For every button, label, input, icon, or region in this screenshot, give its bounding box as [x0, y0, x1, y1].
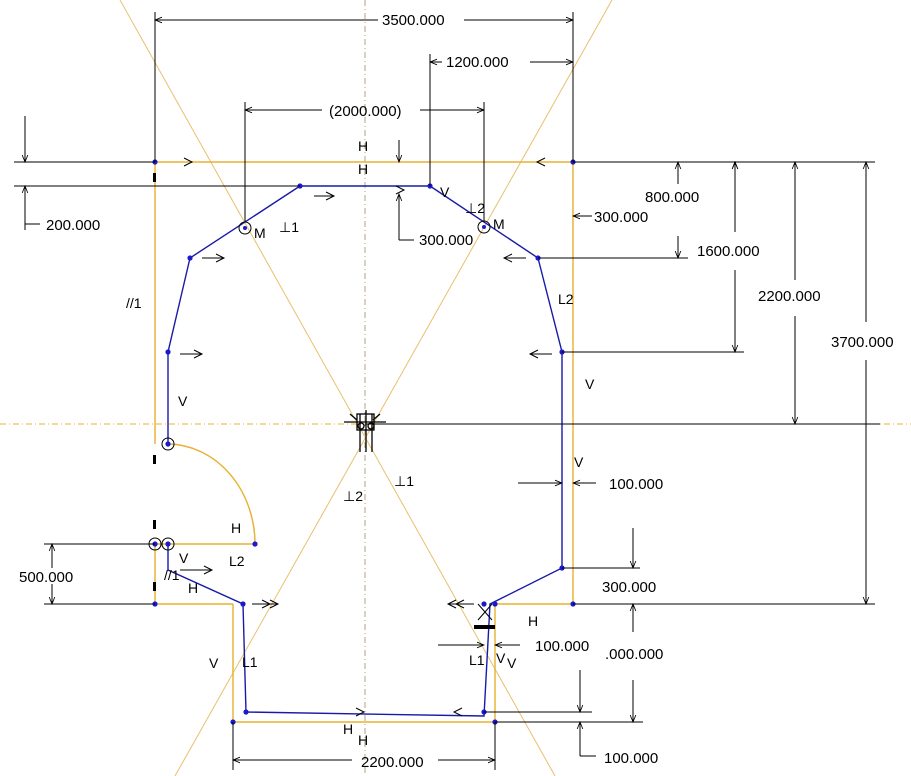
arrow-icon: [355, 707, 366, 717]
constraint-horizontal[interactable]: H: [358, 138, 368, 154]
coordinate-system-icon: [344, 410, 386, 452]
vertex: [165, 349, 171, 355]
tick-mark: [153, 173, 156, 182]
dimension-offset-1200[interactable]: 1200.000: [446, 54, 509, 71]
sketch-geometry: [167, 185, 563, 717]
ref-arc: [167, 443, 256, 545]
arrow-icon: [502, 253, 526, 263]
tick-marks: [153, 173, 495, 629]
constraint-vertical[interactable]: V: [178, 393, 188, 409]
constraint-equal-length[interactable]: L1: [242, 654, 258, 670]
vertex: [240, 601, 246, 607]
arrow-icon: [535, 157, 546, 167]
vertex: [165, 541, 171, 547]
dimension-labels: 3500.000 1200.000 (2000.000) 200.000 300…: [19, 12, 894, 771]
arrow-icon: [395, 185, 406, 195]
arrow-icon: [314, 191, 336, 201]
constraint-vertical[interactable]: V: [507, 655, 517, 671]
vertex: [243, 709, 249, 715]
constraint-perpendicular[interactable]: ⊥1: [394, 473, 414, 489]
constraint-vertical[interactable]: V: [574, 454, 584, 470]
dimension-width-3500[interactable]: 3500.000: [382, 12, 445, 29]
dimension-height-3700[interactable]: 3700.000: [831, 334, 894, 351]
constraint-equal-length[interactable]: L1: [469, 652, 485, 668]
constraint-horizontal[interactable]: H: [231, 520, 241, 536]
tick-mark: [153, 520, 156, 529]
dimension-height-1000[interactable]: .000.000: [605, 646, 663, 663]
constraint-midpoint[interactable]: M: [493, 216, 505, 232]
arrow-icon: [446, 599, 474, 609]
constraint-vertical[interactable]: V: [440, 184, 450, 200]
constraint-parallel[interactable]: //1: [126, 295, 142, 311]
dimension-offset-300-bottom[interactable]: 300.000: [602, 579, 656, 596]
arrow-icon: [202, 253, 226, 263]
constraint-labels: H H V ⊥1 ⊥2 M M //1 L2 V V V ⊥1 ⊥2 H L2 …: [126, 138, 595, 748]
vertex: [243, 226, 247, 230]
dimension-height-2200[interactable]: 2200.000: [758, 288, 821, 305]
vertex: [252, 541, 258, 547]
direction-arrows: [180, 157, 552, 717]
arrow-icon: [252, 599, 280, 609]
constraint-horizontal[interactable]: H: [528, 613, 538, 629]
coincident-icon: [161, 437, 175, 451]
tick-mark: [474, 625, 495, 629]
constraint-vertical[interactable]: V: [179, 550, 189, 566]
vertex: [481, 601, 487, 607]
constraint-equal-length[interactable]: L2: [558, 291, 574, 307]
tick-mark: [153, 582, 156, 591]
constraint-horizontal[interactable]: H: [188, 580, 198, 596]
vertex: [492, 601, 498, 607]
constraint-parallel[interactable]: //1: [164, 567, 180, 583]
dimension-lines: [14, 12, 880, 770]
dimension-depth-200[interactable]: 200.000: [46, 217, 100, 234]
vertex-points: [152, 159, 576, 725]
constraint-vertical[interactable]: V: [496, 650, 506, 666]
sketch-top-profile: [167, 185, 563, 717]
arrow-icon: [528, 349, 552, 359]
arrow-icon: [477, 603, 493, 621]
dimension-depth-100-bottom[interactable]: 100.000: [604, 750, 658, 767]
dimension-reference-2000[interactable]: (2000.000): [329, 103, 402, 120]
vertex: [165, 441, 171, 447]
vertex: [482, 225, 486, 229]
arrow-icon: [452, 707, 463, 717]
dimension-height-1600[interactable]: 1600.000: [697, 243, 760, 260]
tick-mark: [153, 455, 156, 464]
vertex: [187, 255, 193, 261]
dimension-height-500[interactable]: 500.000: [19, 569, 73, 586]
arrow-icon: [180, 565, 214, 575]
constraint-horizontal[interactable]: H: [358, 161, 368, 177]
coincident-icon: [161, 537, 175, 551]
constraint-perpendicular[interactable]: ⊥1: [279, 219, 299, 235]
constraint-horizontal[interactable]: H: [358, 732, 368, 748]
constraint-perpendicular[interactable]: ⊥2: [343, 488, 363, 504]
reference-geometry: [154, 161, 574, 723]
arrow-icon: [183, 157, 194, 167]
dimension-width-2200[interactable]: 2200.000: [361, 754, 424, 771]
constraint-vertical[interactable]: V: [209, 655, 219, 671]
dimension-depth-300-left[interactable]: 300.000: [419, 232, 473, 249]
midpoint-markers: [148, 220, 491, 551]
dimension-depth-300-right[interactable]: 300.000: [594, 209, 648, 226]
dimension-height-800[interactable]: 800.000: [645, 189, 699, 206]
constraint-equal-length[interactable]: L2: [229, 553, 245, 569]
dimension-offset-100-right[interactable]: 100.000: [609, 476, 663, 493]
arrow-icon: [180, 349, 204, 359]
dimension-width-100[interactable]: 100.000: [535, 638, 589, 655]
constraint-midpoint[interactable]: M: [254, 225, 266, 241]
constraint-perpendicular[interactable]: ⊥2: [465, 200, 485, 216]
construction-diagonal-b: [174, 0, 613, 776]
constraint-vertical[interactable]: V: [585, 376, 595, 392]
constraint-horizontal[interactable]: H: [343, 721, 353, 737]
